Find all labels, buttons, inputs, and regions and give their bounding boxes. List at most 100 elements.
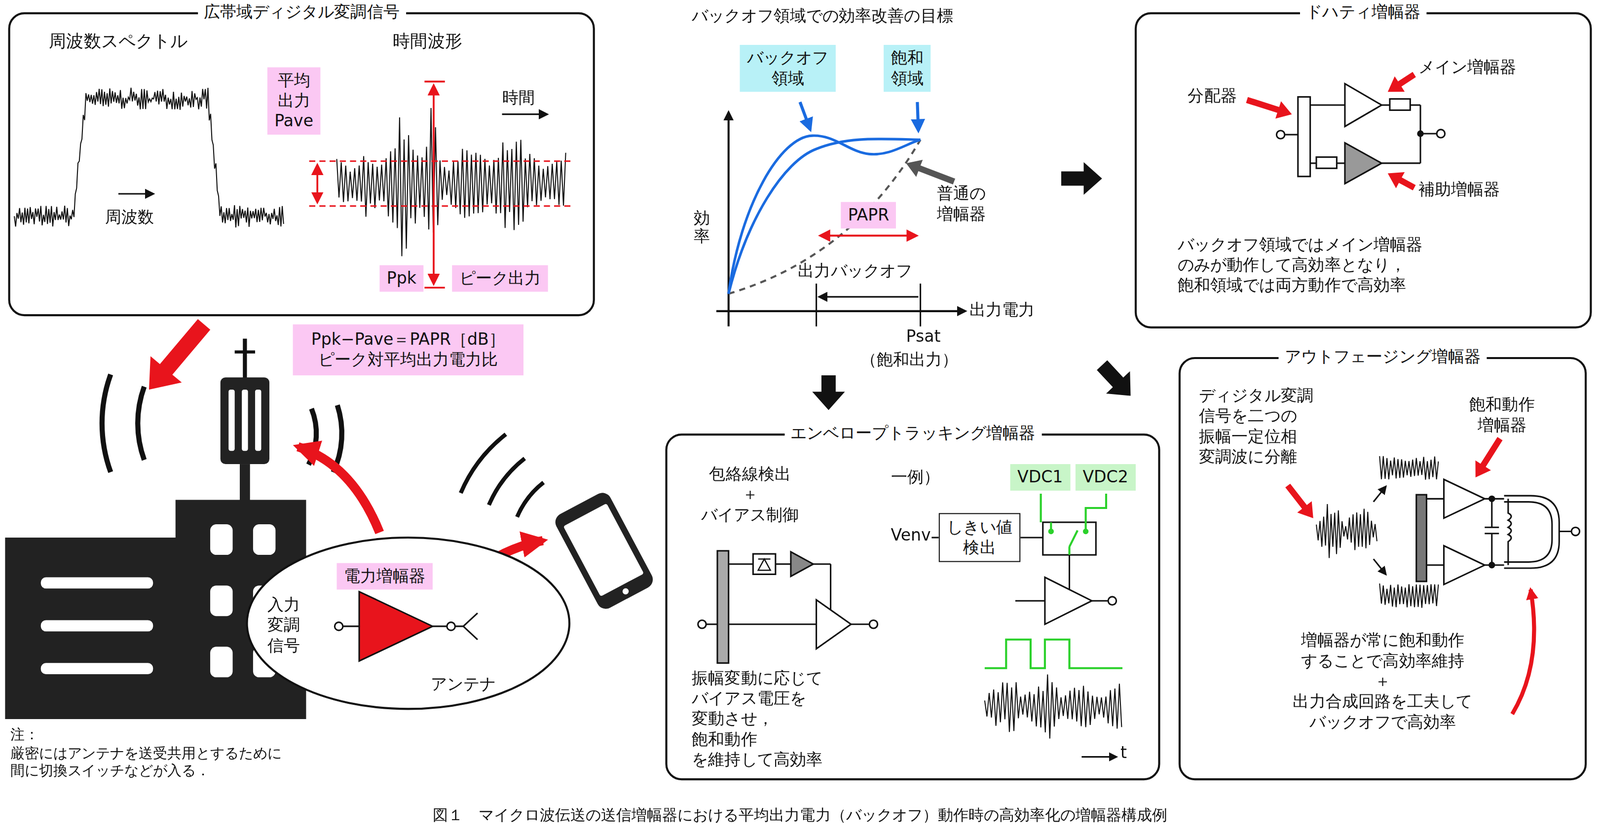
node-text: 飽和 領域: [891, 47, 924, 89]
terminal: [869, 620, 878, 629]
node-text: VDC1: [1017, 467, 1063, 488]
amplifier-symbol: [790, 552, 814, 577]
backoff-region-tag: バックオフ 領域: [739, 44, 836, 92]
building-window: [210, 524, 233, 556]
terminal: [446, 622, 456, 632]
label-text: 時間: [502, 87, 535, 109]
smartphone-icon: [552, 489, 657, 613]
detector-box: [752, 554, 776, 575]
label-text: t: [1120, 743, 1127, 764]
splitter-symbol: [1416, 494, 1427, 582]
wire: [851, 623, 870, 626]
improved-curve: [728, 135, 921, 295]
combiner-line: [1504, 495, 1560, 569]
panel-title: 広帯域ディジタル変調信号: [197, 1, 406, 23]
threshold-detector-box: しきい値 検出: [938, 513, 1021, 562]
label-text: 効率: [693, 209, 710, 246]
label-text: バックオフ領域での効率改善の目標: [691, 5, 953, 27]
building-window: [210, 585, 233, 617]
label-text: 増幅器が常に飽和動作 することで高効率維持 ＋ 出力合成回路を工夫して バックオ…: [1292, 630, 1473, 733]
callout-arrow: [1246, 97, 1293, 119]
building-stripe: [40, 620, 154, 632]
callout-arrow: [906, 159, 956, 185]
panel-title: ドハティ増幅器: [1300, 1, 1427, 23]
switch-contact: [1083, 529, 1088, 534]
wire: [1410, 104, 1421, 106]
panel-title: エンベロープトラッキング増幅器: [783, 423, 1042, 444]
capacitor-symbol: [1484, 498, 1499, 565]
radio-wave: [517, 482, 544, 518]
amplifier-symbol: [1344, 83, 1382, 127]
label-text: 振幅変動に応じて バイアス電圧を 変動させ，飽和動作 を維持して高効率: [691, 668, 823, 771]
terminal: [698, 620, 707, 629]
ellipse-border: [247, 537, 570, 709]
callout-arrow: [917, 102, 919, 131]
wire: [1381, 162, 1421, 164]
label-text: 出力電力: [969, 299, 1035, 321]
node-text: しきい値 検出: [946, 517, 1012, 559]
wire: [1068, 555, 1071, 590]
node-text: ピーク出力: [459, 268, 541, 289]
flow-arrow: [812, 375, 845, 410]
wire: [1381, 104, 1390, 106]
label-text: 周波数: [105, 207, 154, 228]
phone-body: [552, 489, 657, 613]
antenna-mast: [234, 350, 256, 354]
antenna-mast: [239, 464, 251, 506]
wire: [1426, 498, 1444, 500]
label-text: 一例）: [891, 467, 940, 488]
node-text: Ppk−Pave＝PAPR［dB］: [311, 329, 506, 350]
control-waveform: [984, 639, 1123, 669]
time-arrow: [1081, 756, 1117, 758]
diode-symbol: [758, 558, 771, 571]
doherty-panel: ドハティ増幅器バックオフ領域ではメイン増幅器 のみが動作して高効率となり， 飽和…: [1134, 12, 1593, 329]
radio-wave: [460, 434, 506, 494]
node-text: バックオフ領域ではメイン増幅器 のみが動作して高効率となり， 飽和領域では両方動…: [1177, 234, 1423, 297]
wire: [1020, 536, 1043, 539]
wire: [1015, 600, 1045, 602]
antenna-slot: [241, 389, 248, 451]
supply-voltage-tag: VDC2: [1075, 464, 1136, 491]
amplifier-symbol: [1044, 577, 1092, 625]
node-text: 平均 出力 Pave: [274, 70, 314, 132]
inductor-symbol: [1508, 498, 1512, 565]
callout-arrow: [1475, 437, 1503, 478]
constant-waveform: [1379, 456, 1439, 481]
amplifier-symbol: [359, 592, 433, 662]
line-symbol: [1389, 99, 1411, 111]
supply-voltage-tag: VDC1: [1010, 464, 1071, 491]
constant-waveform: [1379, 583, 1439, 608]
wire: [342, 625, 360, 628]
label-text: 包絡線検出 ＋ バイアス制御: [701, 464, 800, 526]
building-window: [210, 646, 233, 678]
backoff-tick: [919, 283, 922, 327]
amp-to-tower-arrow: [297, 446, 380, 533]
wire: [813, 563, 831, 565]
time-arrow: [502, 113, 548, 115]
papr-tag: PAPR: [840, 202, 896, 229]
frequency-arrow: [118, 192, 153, 195]
amplifier-symbol: [1444, 546, 1486, 586]
antenna-symbol: [454, 613, 478, 640]
backoff-tick: [815, 283, 818, 327]
callout-arrow: [1387, 172, 1416, 191]
antenna-slot: [228, 389, 235, 451]
power-amp-callout: 入力 変調 信号アンテナ電力増幅器: [244, 535, 572, 712]
switch-contact: [1048, 529, 1053, 534]
average-level-line: [309, 160, 572, 162]
callout-arrow: [1285, 483, 1314, 519]
wire: [1559, 530, 1572, 533]
average-level-line: [309, 205, 572, 207]
label-text: 出力バックオフ: [797, 260, 913, 282]
wire: [1310, 162, 1317, 164]
figure-caption: 図１ マイクロ波伝送の送信増幅器における平均出力電力（バックオフ）動作時の高効率…: [0, 806, 1600, 826]
peak-symbol-tag: Ppk: [379, 265, 424, 293]
papr-formula-box: Ppk−Pave＝PAPR［dB］ピーク対平均出力電力比: [293, 324, 524, 376]
phone-button: [621, 587, 631, 596]
wire: [728, 623, 817, 626]
label-text: 注：厳密にはアンテナを送受共用とするために 間に切換スイッチなどが入る．: [10, 726, 282, 781]
node-text: VDC2: [1082, 467, 1128, 488]
node-text: PAPR: [848, 205, 890, 226]
backoff-arrow: [819, 296, 919, 298]
